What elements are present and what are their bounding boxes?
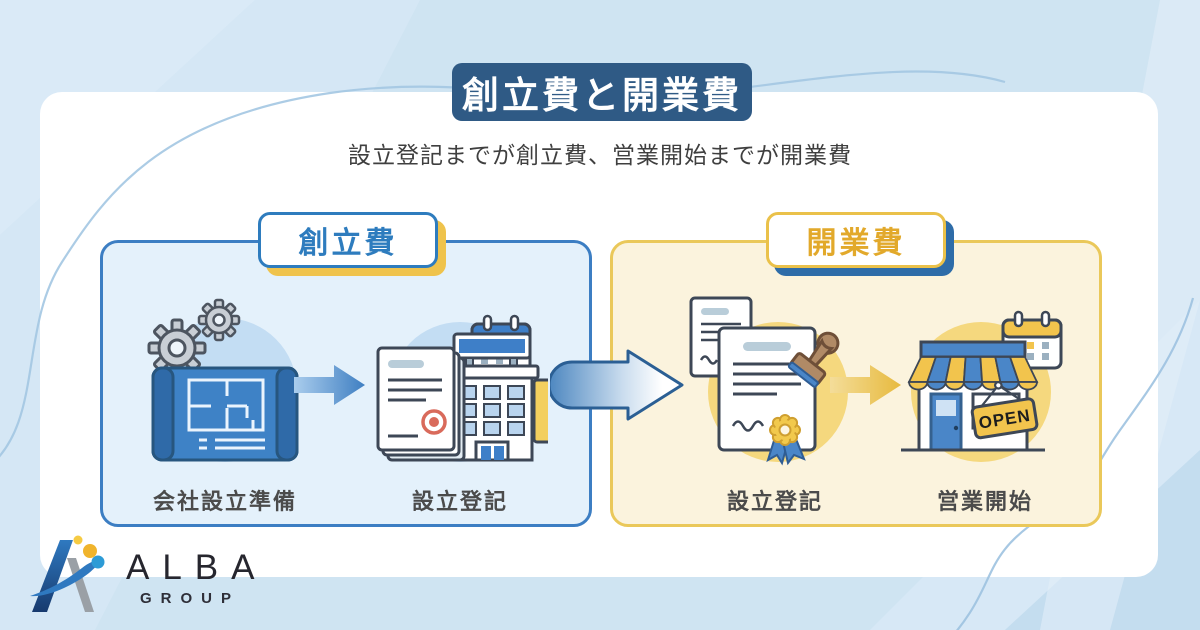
page-title: 創立費と開業費 [452, 63, 752, 121]
alba-logo-mark-icon [30, 535, 105, 612]
panel-transition-arrow-icon [550, 349, 684, 421]
awning-icon [907, 356, 1039, 391]
step-label-registration-right: 設立登記 [726, 489, 823, 514]
storefront-open-icon: OPEN [901, 310, 1063, 462]
documents-building-icon [376, 314, 548, 462]
blue-step-arrow-icon [294, 365, 365, 405]
kaigyouhi-badge: 開業費 [766, 212, 946, 268]
store-icon: OPEN [901, 340, 1045, 452]
page-subtitle: 設立登記までが創立費、営業開始までが開業費 [348, 142, 852, 168]
logo-name-text: ALBA [126, 548, 268, 587]
logo-subname-text: GROUP [140, 590, 241, 607]
gears-blueprint-icon [147, 298, 299, 462]
yellow-step-arrow-icon [830, 365, 901, 405]
alba-group-logo: ALBA GROUP [30, 532, 270, 622]
step-label-company-prep: 会社設立準備 [152, 489, 297, 514]
souritsuhi-badge: 創立費 [258, 212, 438, 268]
step-label-registration-left: 設立登記 [411, 489, 508, 514]
stamped-document-icon [376, 346, 466, 462]
blueprint-icon [151, 366, 299, 462]
step-label-business-start: 営業開始 [936, 489, 1033, 514]
